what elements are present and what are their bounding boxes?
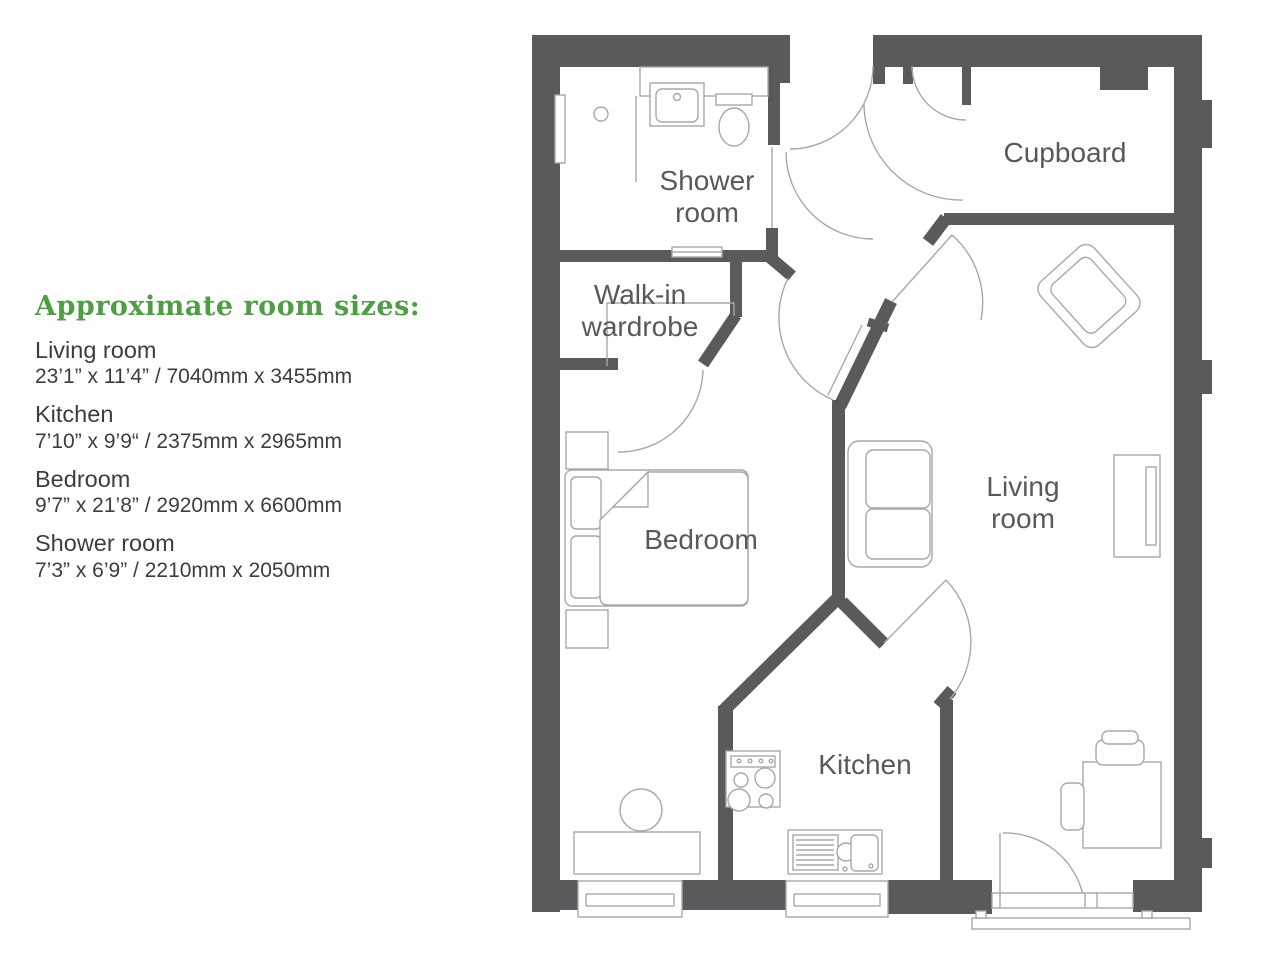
- living-door-leaf: [891, 234, 953, 303]
- label-cupboard: Cupboard: [1004, 137, 1127, 168]
- room-size: 23’1” x 11’4” / 7040mm x 3455mm: [35, 365, 353, 389]
- toilet-bowl: [718, 107, 750, 147]
- armchair: [1037, 243, 1141, 349]
- stool: [619, 788, 663, 832]
- duvet-fold: [611, 470, 649, 508]
- sofa-cushion: [865, 449, 931, 509]
- burner: [727, 788, 751, 812]
- legend-title: Approximate room sizes:: [35, 291, 421, 322]
- label-living-room: Living: [986, 471, 1059, 502]
- legend-item-kitchen: Kitchen 7’10” x 9’9“ / 2375mm x 2965mm: [35, 400, 455, 454]
- room-size: 9’7” x 21’8” / 2920mm x 6600mm: [35, 494, 342, 518]
- wardrobe-door-arc: [617, 369, 704, 453]
- lobby-door-arc: [911, 65, 967, 121]
- label-walkin: Walk-in: [594, 279, 686, 310]
- patio-sill: [991, 892, 1134, 909]
- chair: [1060, 782, 1085, 831]
- shower-door-arc: [785, 151, 874, 240]
- plan-walls: [532, 35, 1212, 914]
- room-labels: Shower room Walk-in wardrobe Cupboard Be…: [581, 137, 1127, 780]
- wardrobe-fixtures: [606, 302, 735, 366]
- window: [554, 94, 566, 164]
- sofa-cushion: [865, 508, 931, 560]
- bedroom-door-leaf: [827, 324, 863, 396]
- burner: [754, 767, 776, 789]
- shower-room-fixtures: [554, 66, 769, 258]
- label-walkin-2: wardrobe: [581, 311, 699, 342]
- dressing-table: [573, 831, 701, 875]
- bedroom-furniture: [564, 431, 749, 918]
- sink-bowl: [850, 834, 879, 872]
- legend-item-shower: Shower room 7’3” x 6’9” / 2210mm x 2050m…: [35, 529, 455, 583]
- living-room-furniture: [847, 243, 1191, 930]
- front-door-arc: [789, 65, 874, 150]
- label-living-room-2: room: [991, 503, 1055, 534]
- legend-item-bedroom: Bedroom 9’7” x 21’8” / 2920mm x 6600mm: [35, 465, 455, 519]
- label-bedroom: Bedroom: [644, 524, 758, 555]
- kitchen-fixtures: [725, 750, 889, 918]
- cupboard-door-arc: [863, 103, 964, 201]
- label-shower-room: Shower: [660, 165, 755, 196]
- desk: [1082, 761, 1162, 849]
- living-door-arc: [951, 234, 984, 321]
- legend-item-living: Living room 23’1” x 11’4” / 7040mm x 345…: [35, 336, 455, 390]
- bedroom-door-arc: [778, 277, 834, 401]
- tap-icon: [672, 92, 682, 102]
- room-name: Living room: [35, 337, 157, 363]
- shower-drain: [593, 106, 609, 122]
- patio-door-arc: [1002, 832, 1084, 896]
- room-name: Kitchen: [35, 401, 114, 428]
- burner: [758, 793, 774, 809]
- room-name: Bedroom: [35, 465, 131, 492]
- label-shower-room-2: room: [675, 197, 739, 228]
- room-size: 7’10” x 9’9“ / 2375mm x 2965mm: [35, 429, 342, 453]
- toilet-cistern: [715, 93, 753, 106]
- pillow: [570, 535, 602, 599]
- pillow: [570, 476, 602, 530]
- room-sizes-legend: Approximate room sizes: Living room 23’1…: [35, 291, 455, 594]
- hanging-rail: [606, 302, 735, 366]
- room-size: 7’3” x 6’9” / 2210mm x 2050mm: [35, 558, 331, 582]
- kitchen-door-leaf: [883, 579, 947, 644]
- plan-doors: [617, 65, 1084, 896]
- balcony-edge: [971, 917, 1191, 930]
- room-name: Shower room: [35, 530, 175, 557]
- kitchen-door-arc: [945, 579, 972, 700]
- label-kitchen: Kitchen: [818, 749, 911, 780]
- bedside-table: [565, 609, 609, 649]
- bedside-table: [565, 431, 609, 470]
- burner: [733, 772, 749, 788]
